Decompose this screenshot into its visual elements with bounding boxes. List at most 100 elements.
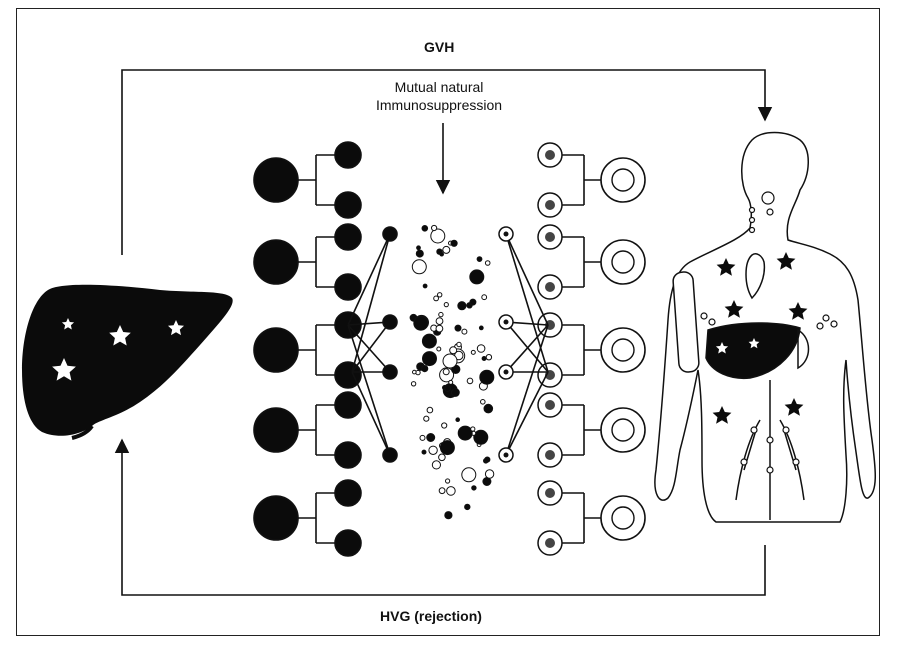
mixed-cell xyxy=(471,350,475,354)
mixed-cell xyxy=(423,284,427,288)
recipient-progenitor-nucleus xyxy=(545,488,555,498)
mixed-cell xyxy=(446,479,450,483)
mixed-cell xyxy=(417,246,421,250)
donor-branch xyxy=(298,493,338,543)
donor-stem-cell xyxy=(254,328,298,372)
mixed-cell xyxy=(485,261,490,266)
donor-progenitor-cell xyxy=(335,392,361,418)
mixed-cell xyxy=(436,325,443,332)
mixed-cell xyxy=(455,325,461,331)
mixed-cell xyxy=(485,457,490,462)
mixed-cell xyxy=(436,318,443,325)
mixed-cell xyxy=(458,426,472,440)
mixed-cell xyxy=(471,427,475,431)
recipient-branch xyxy=(562,155,601,205)
recipient-stem-nucleus xyxy=(612,419,634,441)
human-body-icon xyxy=(655,133,875,523)
donor-stem-cell xyxy=(254,158,298,202)
star-icon xyxy=(713,406,732,424)
mixed-cell xyxy=(443,246,450,253)
mutual-label-line2: Immunosuppression xyxy=(376,96,502,114)
mixed-cell xyxy=(482,295,487,300)
mixed-cell xyxy=(445,386,451,392)
donor-progenitor-cell xyxy=(335,192,361,218)
mixed-cell xyxy=(470,299,476,305)
mixed-cell xyxy=(422,226,428,232)
donor-branch xyxy=(298,405,338,455)
mixed-cell xyxy=(432,461,440,469)
recipient-branch xyxy=(562,237,601,287)
mixed-cell xyxy=(456,418,460,422)
star-icon xyxy=(725,300,744,318)
mixed-cell xyxy=(462,329,467,334)
mixed-cell xyxy=(451,240,457,246)
mixed-cell xyxy=(414,316,428,330)
hvg-arrow xyxy=(122,440,765,595)
mixed-cell xyxy=(422,334,436,348)
mixed-cell xyxy=(482,357,486,361)
donor-progenitor-cell xyxy=(335,480,361,506)
mixed-cell xyxy=(439,312,443,316)
recipient-stem-nucleus xyxy=(612,251,634,273)
mixed-cell xyxy=(422,366,428,372)
mixed-cell xyxy=(432,225,437,230)
mixed-cell xyxy=(438,293,442,297)
recipient-progenitor-nucleus xyxy=(545,400,555,410)
recipient-stem-nucleus xyxy=(612,169,634,191)
mixed-cell xyxy=(431,229,445,243)
donor-progenitor-cell xyxy=(335,142,361,168)
mixed-cell xyxy=(420,435,425,440)
donor-mature-cell xyxy=(383,448,397,462)
mixed-cell xyxy=(440,252,444,256)
recipient-cell-tree xyxy=(499,143,645,555)
mixed-cell xyxy=(439,488,445,494)
donor-progenitor-cell xyxy=(335,224,361,250)
recipient-progenitor-nucleus xyxy=(545,200,555,210)
star-icon xyxy=(717,258,736,276)
mixed-cell xyxy=(477,345,485,353)
mixed-cell-cluster xyxy=(410,225,494,518)
donor-progenitor-cell xyxy=(335,530,361,556)
mixed-cell xyxy=(439,454,446,461)
mixed-cell xyxy=(481,400,486,405)
mixed-cell xyxy=(427,407,433,413)
donor-stem-cell xyxy=(254,408,298,452)
recipient-progenitor-nucleus xyxy=(545,450,555,460)
donor-cell-tree xyxy=(254,142,397,556)
mixed-cell xyxy=(445,512,452,519)
mixed-cell xyxy=(422,450,426,454)
recipient-link xyxy=(506,234,548,372)
star-icon xyxy=(777,252,796,270)
hvg-label: HVG (rejection) xyxy=(380,608,482,624)
gvh-label: GVH xyxy=(424,39,454,55)
mixed-cell xyxy=(452,389,460,397)
recipient-branch xyxy=(562,493,601,543)
mixed-cell xyxy=(447,487,456,496)
mixed-cell xyxy=(443,369,449,375)
donor-link xyxy=(348,325,390,455)
recipient-stem-nucleus xyxy=(612,507,634,529)
mixed-cell xyxy=(411,382,415,386)
recipient-progenitor-nucleus xyxy=(545,150,555,160)
mutual-label-line1: Mutual natural xyxy=(376,78,502,96)
mixed-cell xyxy=(467,378,473,384)
mixed-cell xyxy=(485,470,493,478)
mixed-cell xyxy=(477,257,482,262)
mixed-cell xyxy=(412,260,426,274)
donor-mature-cell xyxy=(383,227,397,241)
star-icon xyxy=(789,302,808,320)
donor-branch xyxy=(298,325,338,375)
mixed-cell xyxy=(434,296,439,301)
mixed-cell xyxy=(472,486,476,490)
mixed-cell xyxy=(480,370,494,384)
mixed-cell xyxy=(470,270,484,284)
recipient-mature-nucleus xyxy=(504,370,509,375)
mixed-cell xyxy=(440,441,454,455)
mixed-cell xyxy=(416,250,423,257)
mixed-cell xyxy=(458,302,466,310)
donor-stem-cell xyxy=(254,240,298,284)
mixed-cell xyxy=(450,347,457,354)
mixed-cell xyxy=(484,404,493,413)
donor-branch xyxy=(298,237,338,287)
star-icon xyxy=(785,398,804,416)
